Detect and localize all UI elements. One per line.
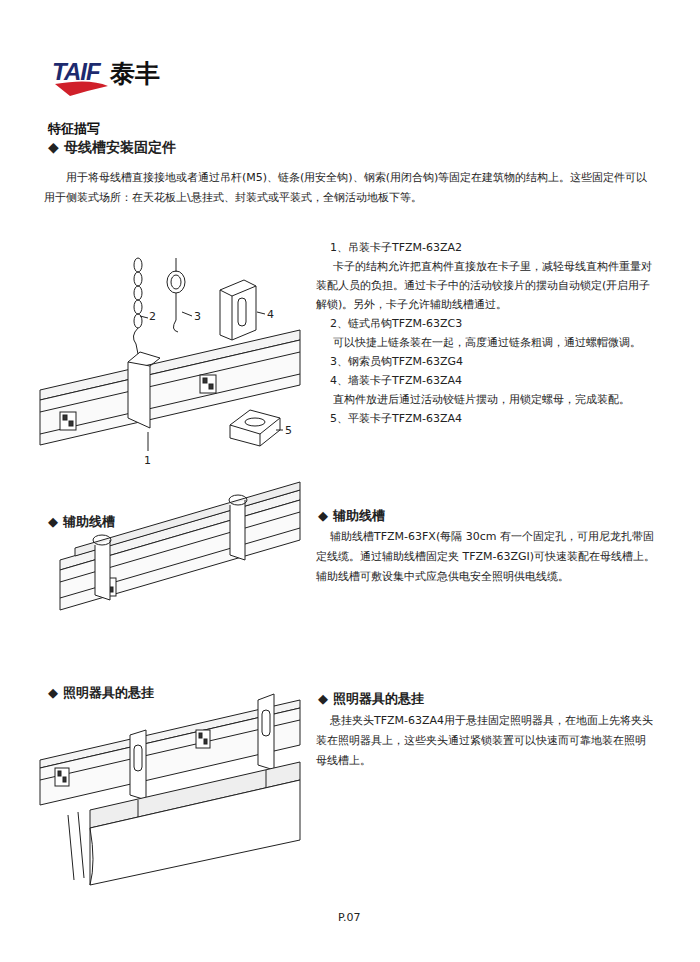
section-heading: ◆ 辅助线槽 — [48, 514, 115, 530]
luminaire-illustration — [40, 694, 300, 885]
list-item: 1、吊装卡子TFZM-63ZA2 — [316, 238, 656, 257]
callout-number: 1 — [144, 454, 151, 468]
body-text: 可以快捷上链条装在一起，高度通过链条粗调，通过螺帽微调。 — [316, 333, 656, 352]
callout-number: 2 — [149, 310, 156, 324]
list-item: 5、平装卡子TFZM-63ZA4 — [316, 409, 656, 428]
logo-text: TAIF — [52, 57, 100, 87]
body-text: 直构件放进后通过活动铰链片摆动，用锁定螺母，完成装配。 — [316, 390, 656, 409]
list-item: 3、钢索员钩TFZM-63ZG4 — [316, 352, 656, 371]
list-item: 4、墙装卡子TFZM-63ZA4 — [316, 371, 656, 390]
section-heading: ◆ 照明器具的悬挂 — [318, 691, 424, 707]
list-item: 2、链式吊钩TFZM-63ZC3 — [316, 314, 656, 333]
fixings-illustration — [40, 258, 300, 451]
callout-number: 4 — [267, 308, 274, 322]
auxiliary-channel-illustration — [60, 482, 300, 610]
body-text: 悬挂夹头TFZM-63ZA4用于悬挂固定照明器具，在地面上先将夹头装在照明器具上… — [316, 711, 656, 771]
body-text: 卡子的结构允许把直构件直接放在卡子里，减轻母线直构件重量对装配人员的负担。通过卡… — [316, 257, 656, 314]
section-heading: ◆ 母线槽安装固定件 — [48, 139, 176, 157]
callout-number: 5 — [285, 424, 292, 438]
page-number: P.07 — [338, 911, 360, 925]
body-text: 辅助线槽TFZM-63FX(每隔 30cm 有一个固定孔，可用尼龙扎带固定线缆。… — [316, 527, 656, 587]
logo-text: 泰丰 — [110, 58, 160, 89]
body-text: 用于将母线槽直接接地或者通过吊杆(M5)、链条(用安全钩)、钢索(用闭合钩)等固… — [44, 168, 656, 208]
page-title: 特征描写 — [48, 121, 100, 137]
callout-number: 3 — [194, 310, 201, 324]
section-heading: ◆ 照明器具的悬挂 — [48, 685, 154, 701]
item-list: 1、吊装卡子TFZM-63ZA2卡子的结构允许把直构件直接放在卡子里，减轻母线直… — [316, 238, 656, 428]
section-heading: ◆ 辅助线槽 — [318, 508, 385, 524]
